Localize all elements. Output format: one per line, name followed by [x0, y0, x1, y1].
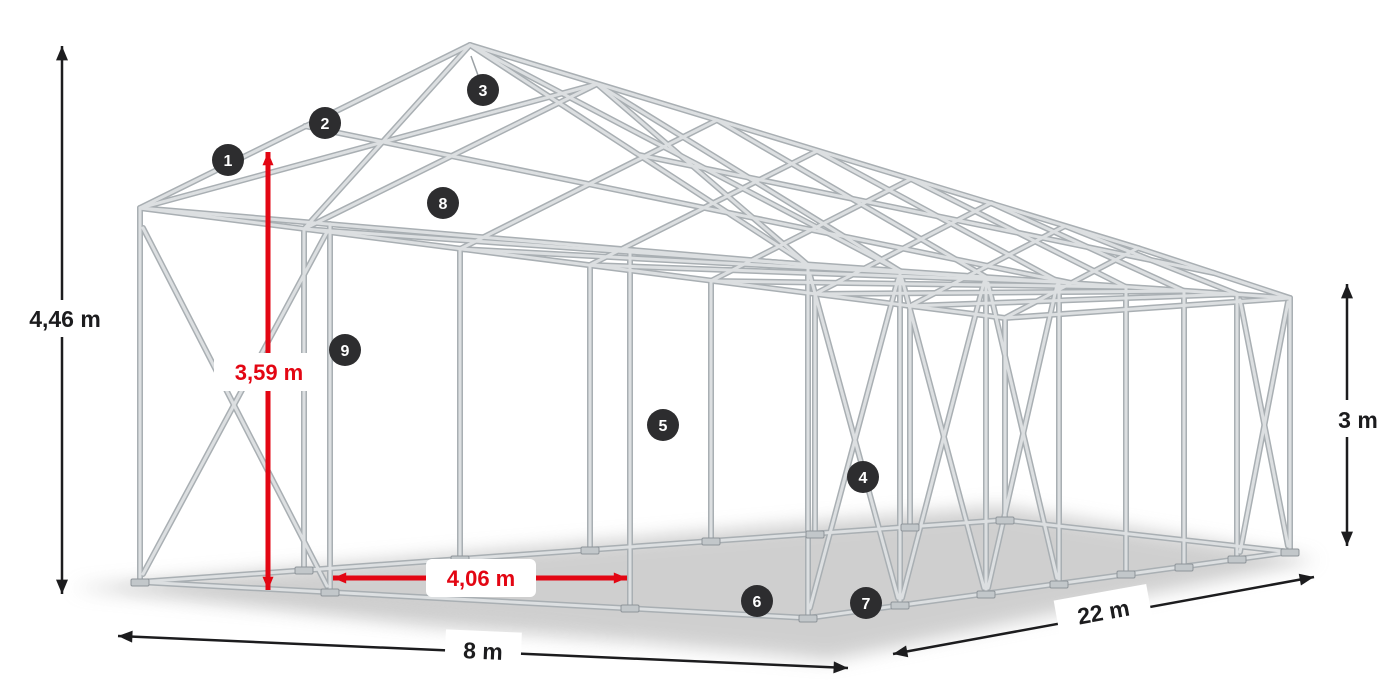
- dim-length: 22 m: [892, 573, 1315, 658]
- part-badge-5: 5: [647, 409, 679, 441]
- clearance-height-label-bg: [214, 353, 324, 391]
- part-badge-8: 8: [427, 187, 459, 219]
- dim-entrance-width: 4,06 m: [333, 559, 627, 597]
- part-badge-9: 9: [329, 334, 361, 366]
- part-badge-3: 3: [467, 74, 499, 106]
- part-badge-4: 4: [847, 461, 879, 493]
- length-label-bg: [1053, 584, 1153, 639]
- part-badge-2: 2: [309, 107, 341, 139]
- part-badge-6: 6: [741, 585, 773, 617]
- svg-text:9: 9: [341, 343, 350, 360]
- svg-text:7: 7: [862, 596, 871, 613]
- width-label-bg: [444, 629, 522, 671]
- svg-text:2: 2: [321, 116, 330, 133]
- dim-clearance-height: 3,59 m: [214, 152, 324, 590]
- width-label: 8 m: [463, 637, 504, 665]
- svg-text:5: 5: [659, 418, 668, 435]
- base-plates: [130, 516, 1300, 623]
- svg-text:8: 8: [439, 196, 448, 213]
- badge-3-leader: [470, 55, 480, 79]
- svg-text:4: 4: [859, 470, 868, 487]
- svg-text:1: 1: [224, 153, 233, 170]
- side-height-label-bg: [1327, 400, 1389, 437]
- part-badges: 1 2 3 4 5 6 7 8: [212, 74, 882, 619]
- entrance-width-label: 4,06 m: [447, 566, 516, 591]
- total-height-label: 4,46 m: [29, 306, 101, 332]
- side-height-label: 3 m: [1338, 407, 1378, 433]
- total-height-label-bg: [12, 300, 118, 337]
- svg-text:6: 6: [753, 594, 762, 611]
- entrance-width-label-bg: [426, 559, 536, 597]
- part-badge-1: 1: [212, 144, 244, 176]
- dim-width: 8 m: [117, 629, 849, 674]
- part-badge-7: 7: [850, 587, 882, 619]
- clearance-height-label: 3,59 m: [235, 360, 304, 385]
- dim-total-height: 4,46 m: [12, 46, 118, 594]
- svg-text:3: 3: [479, 83, 488, 100]
- dim-side-height: 3 m: [1327, 284, 1389, 546]
- ground-shadow: [70, 506, 1318, 660]
